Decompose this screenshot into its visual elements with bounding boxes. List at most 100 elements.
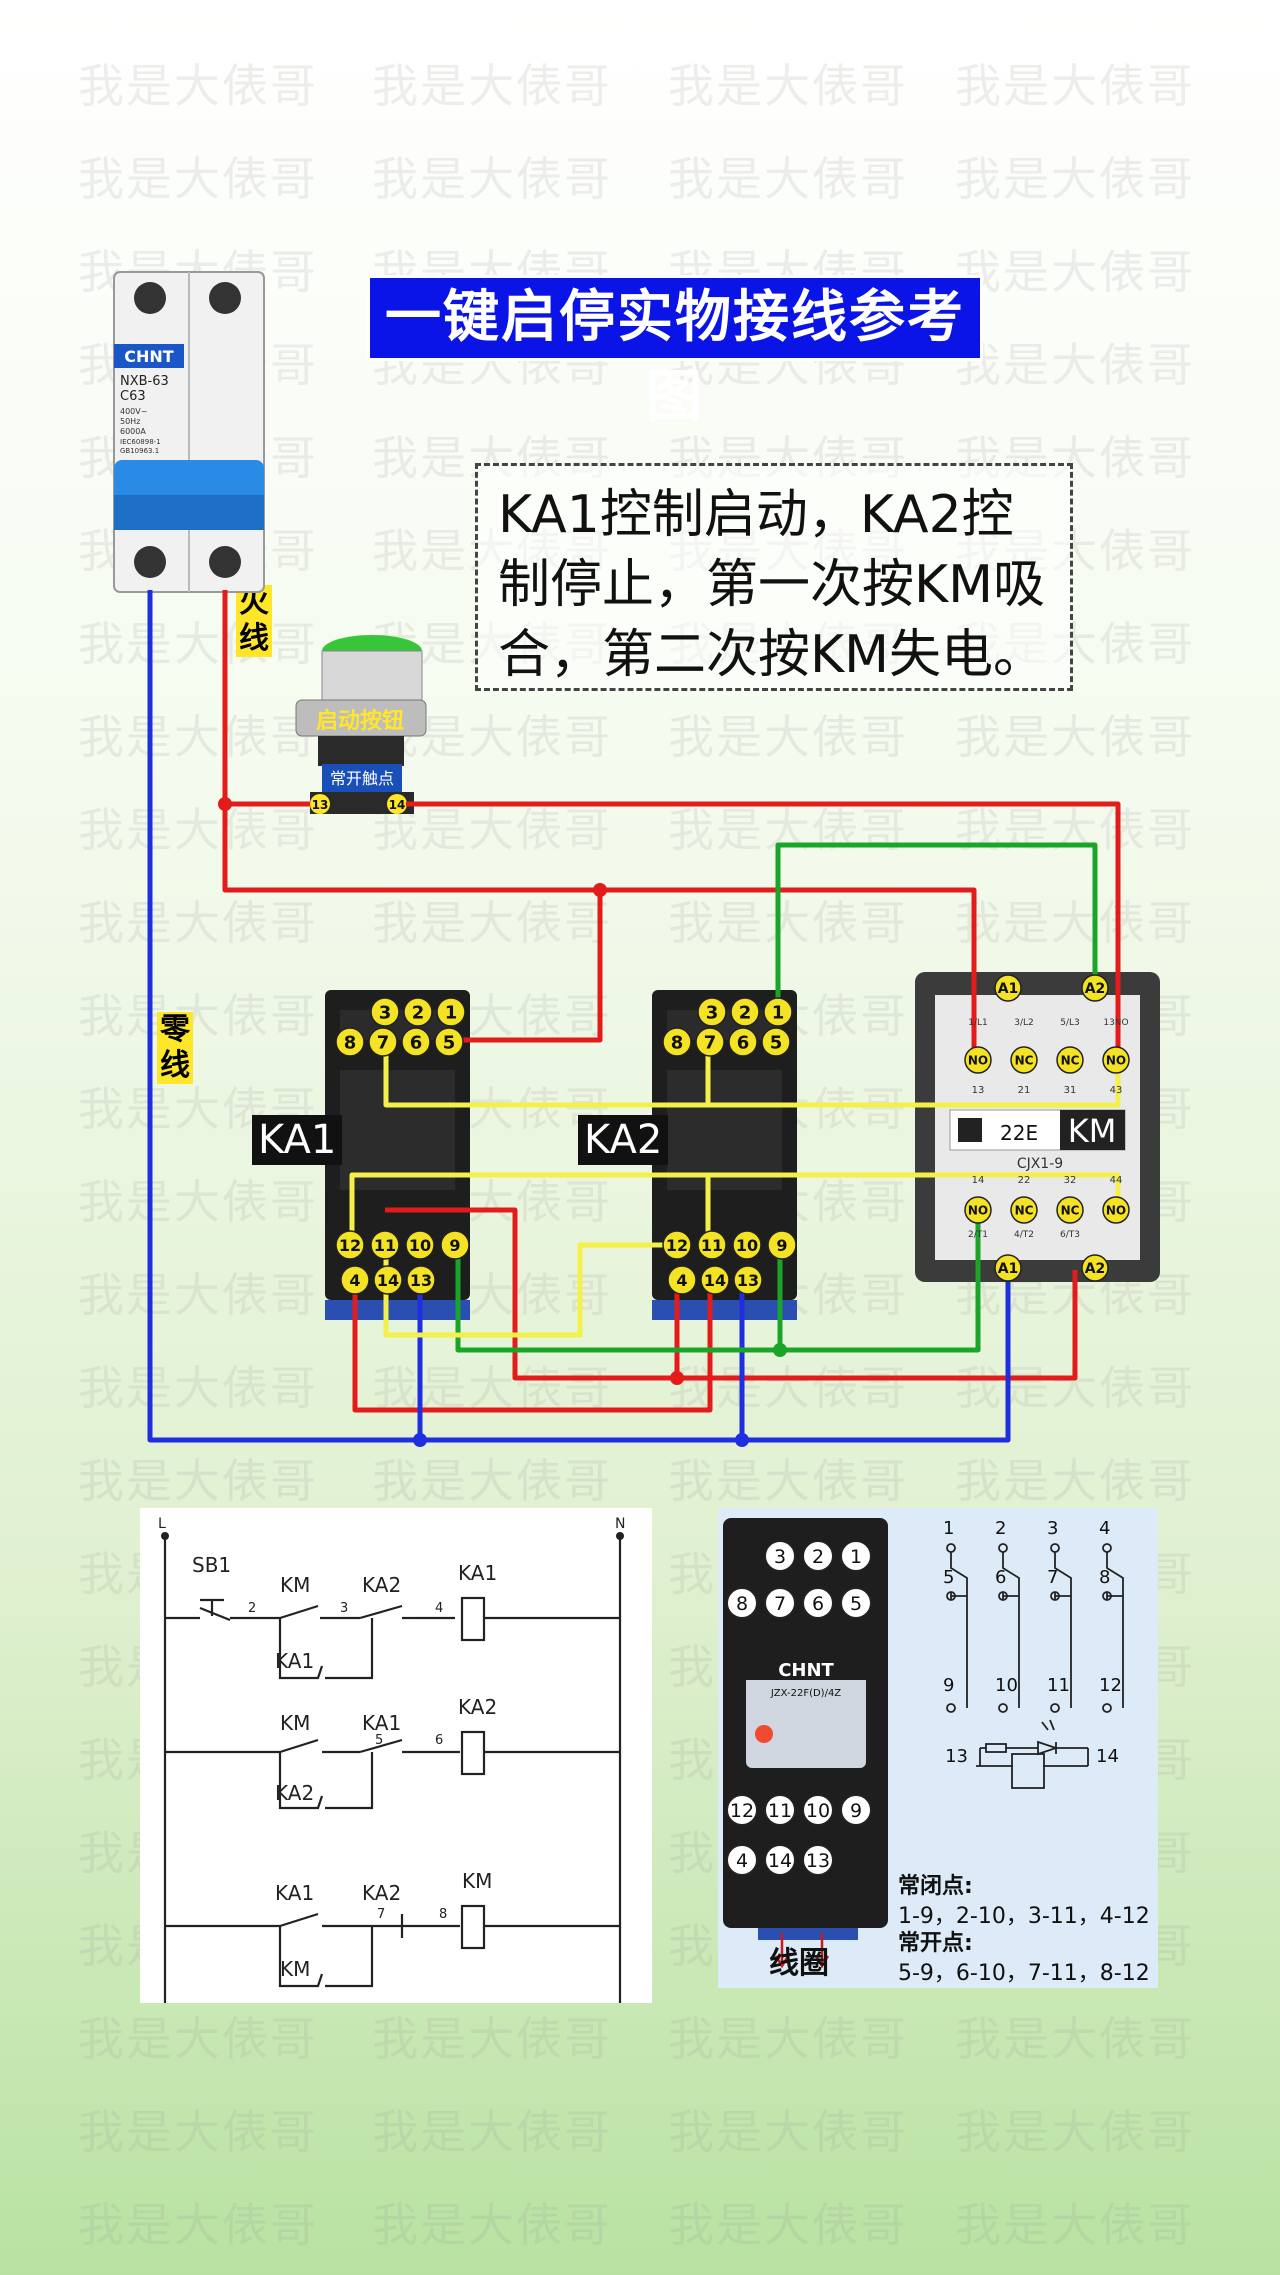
wire-yellow-top [383,1040,1121,1108]
breaker-small-1: 400V~ [120,407,147,416]
base-terminal-row2-6-label: 6 [812,1593,824,1615]
km-top-num2-1: 21 [1018,1085,1031,1096]
wires [147,590,1121,1447]
ka2-terminal-9-label: 9 [776,1236,787,1255]
contact-num-1: 1 [943,1518,954,1539]
ladder-r1-coil: KA1 [458,1561,497,1585]
ka1-terminal-14: 14 [373,1265,403,1295]
base-terminal-top-2-label: 2 [812,1546,824,1568]
wire-green-bottom [455,1210,981,1353]
km-terminal-a1-top: A1 [994,974,1022,1002]
breaker-top-screw-left [134,282,166,314]
base-terminal-row3-9: 9 [840,1794,872,1826]
ka2-terminal-6: 6 [728,1027,758,1057]
wire-live-main [222,590,310,807]
ka1-terminal-11: 11 [370,1230,400,1260]
km-bot-terminal-2-label: NC [1061,1203,1080,1217]
km-top-terminal-1: NC [1010,1046,1038,1074]
km-bot-terminal-0: NO [964,1196,992,1224]
km-bot-terminal-1: NC [1010,1196,1038,1224]
no-title: 常开点: [898,1931,973,1956]
base-terminal-bottom-13-label: 13 [806,1850,830,1872]
base-terminal-top-3: 3 [764,1540,796,1572]
ka2-terminal-10: 10 [732,1230,762,1260]
base-brand: CHNT [778,1660,834,1681]
base-model: JZX-22F(D)/4Z [770,1688,841,1699]
breaker-small-2: 50Hz [120,417,140,426]
base-terminal-row3-12: 12 [726,1794,758,1826]
km-top-num-3: 13NO [1103,1018,1128,1028]
note-line-3: 合，第二次按KM失电。 [498,625,1045,685]
ladder-L: L [158,1516,166,1532]
ka1-terminal-11-label: 11 [374,1236,396,1255]
ka1-terminal-12: 12 [335,1230,365,1260]
ka1-terminal-10: 10 [405,1230,435,1260]
base-terminal-row2-8-label: 8 [736,1593,748,1615]
watermark-text: 我是大俵哥 [668,2012,908,2066]
km-terminal-a2-bottom-label: A2 [1085,1261,1106,1277]
ka1-terminal-4: 4 [340,1265,370,1295]
contact-num-6: 6 [995,1567,1006,1588]
km-terminal-a2-top-label: A2 [1085,981,1106,997]
km-top-num2-3: 43 [1110,1085,1123,1096]
ka1-terminal-10-label: 10 [409,1236,431,1255]
breaker-small-3: 6000A [120,427,146,436]
watermark-text: 我是大俵哥 [668,2105,908,2159]
km-bot-num2-2: 6/T3 [1060,1230,1080,1240]
ka2-terminal-3-label: 3 [706,1002,719,1023]
start-button-device: 启动按钮 常开触点 13 14 [295,635,427,814]
ka1-terminal-5: 5 [434,1027,464,1057]
ladder-r2-coil: KA2 [458,1695,497,1719]
ka2-terminal-5: 5 [761,1027,791,1057]
base-terminal-top-3-label: 3 [774,1546,786,1568]
km-bot-terminal-2: NC [1056,1196,1084,1224]
ka1-terminal-4-label: 4 [349,1271,360,1290]
watermark-text: 我是大俵哥 [955,2105,1195,2159]
ladder-r3-c1: KA1 [275,1881,314,1905]
km-bot-terminal-0-label: NO [968,1203,988,1217]
base-terminal-top-1: 1 [840,1540,872,1572]
ka1-terminal-3-label: 3 [379,1002,392,1023]
ladder-n6: 6 [435,1733,443,1748]
coil-symbol [976,1719,1089,1789]
breaker-brand: CHNT [124,347,174,366]
start-button-label: 启动按钮 [316,708,404,734]
km-terminal-a1-bottom: A1 [994,1254,1022,1282]
ka1-terminal-7: 7 [368,1027,398,1057]
contact-num-3: 3 [1047,1518,1058,1539]
ka2-terminal-2: 2 [730,997,760,1027]
nc-title: 常闭点: [898,1874,973,1899]
watermark-text: 我是大俵哥 [372,2105,612,2159]
contactor-label: KM [1068,1112,1117,1150]
ka1-label: KA1 [252,1115,343,1165]
ladder-n3: 3 [340,1601,348,1616]
base-terminal-bottom-4-label: 4 [736,1850,748,1872]
watermark-text: 我是大俵哥 [955,2012,1195,2066]
ka1-terminal-9-label: 9 [449,1236,460,1255]
km-top-terminal-3-label: NO [1106,1053,1126,1067]
base-terminal-row3-9-label: 9 [850,1800,862,1822]
button-terminal-13-label: 13 [312,798,329,812]
base-terminal-row2-5-label: 5 [850,1593,862,1615]
km-top-terminal-2-label: NC [1061,1053,1080,1067]
km-top-terminal-3: NO [1102,1046,1130,1074]
base-terminal-row2-7-label: 7 [774,1593,786,1615]
watermark-text: 我是大俵哥 [955,2198,1195,2252]
ka1-terminal-3: 3 [370,997,400,1027]
ka1-terminal-1-label: 1 [445,1002,458,1023]
ka2-terminal-1-label: 1 [772,1002,785,1023]
ka1-terminal-13: 13 [406,1265,436,1295]
ladder-n5: 5 [375,1733,383,1748]
contact-num-12: 12 [1099,1675,1122,1696]
contact-num-10: 10 [995,1675,1018,1696]
ladder-r3-c2: KA2 [362,1881,401,1905]
watermark-text: 我是大俵哥 [78,2012,318,2066]
watermark-text: 我是大俵哥 [372,2198,612,2252]
base-terminal-bottom-14: 14 [764,1844,796,1876]
km-bot-terminal-3: NO [1102,1196,1130,1224]
circuit-breaker: CHNT NXB-63 C63 400V~ 50Hz 6000A IEC6089… [113,271,265,593]
ka1-terminal-8-label: 8 [344,1032,357,1053]
